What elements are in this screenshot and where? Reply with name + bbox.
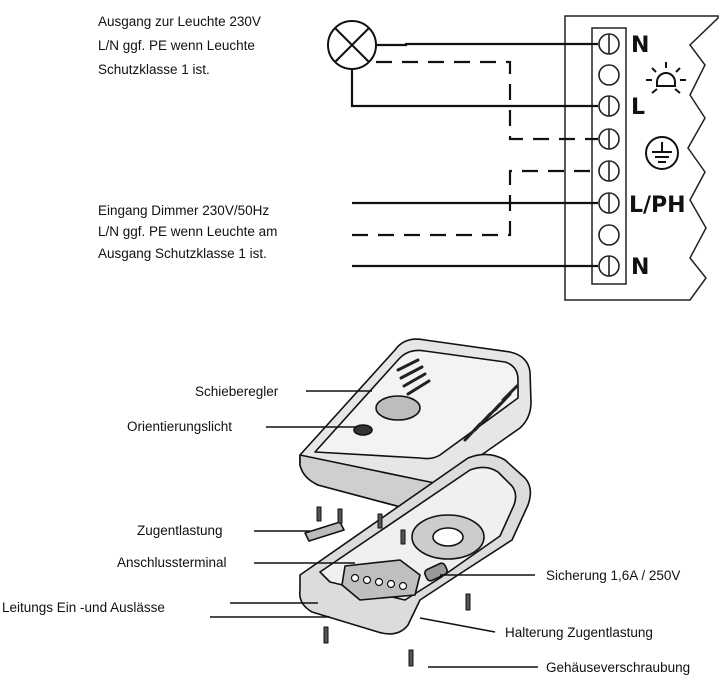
label-cable-openings: Leitungs Ein -und Auslässe: [2, 600, 165, 615]
label-housing-screws: Gehäuseverschraubung: [546, 660, 690, 675]
wire-input-pe: [352, 169, 598, 237]
label-strain-relief-holder: Halterung Zugentlastung: [505, 625, 653, 640]
output-note-line-2: L/N ggf. PE wenn Leuchte: [98, 38, 255, 53]
wiring-diagram: Ausgang zur Leuchte 230V L/N ggf. PE wen…: [98, 14, 719, 301]
label-strain-relief: Zugentlastung: [137, 523, 223, 538]
device-illustration: [298, 338, 532, 667]
toroid-hole: [432, 527, 464, 547]
terminal-3: [598, 95, 620, 117]
terminal-6: [598, 192, 620, 214]
lid-vents: [396, 358, 519, 442]
label-fuse: Sicherung 1,6A / 250V: [546, 568, 680, 583]
terminals: [598, 33, 620, 277]
input-note-line-2: L/N ggf. PE wenn Leuchte am: [98, 224, 277, 239]
terminal-2: [598, 64, 620, 86]
terminal-label-n-bottom: N: [631, 255, 649, 280]
output-note-line-1: Ausgang zur Leuchte 230V: [98, 14, 261, 29]
slider-knob: [375, 395, 421, 421]
wires: [350, 42, 598, 268]
terminal-screws: [350, 573, 408, 591]
callout-lines: [210, 390, 538, 668]
output-note-line-3: Schutzklasse 1 ist.: [98, 62, 210, 77]
input-note-line-3: Ausgang Schutzklasse 1 ist.: [98, 246, 267, 261]
lamp-icon: [327, 20, 377, 70]
orientation-light: [353, 424, 373, 436]
terminal-label-lph: L/PH: [629, 193, 686, 218]
terminal-1: [598, 33, 620, 55]
callout-holder: [419, 617, 496, 633]
label-terminal-block: Anschlussterminal: [117, 555, 227, 570]
wire-lamp-l: [350, 69, 598, 108]
pe-wires: [352, 60, 598, 237]
terminal-label-n-top: N: [631, 33, 649, 58]
terminal-8: [598, 255, 620, 277]
terminal-4: [598, 128, 620, 150]
terminal-7: [598, 224, 620, 246]
label-slider: Schieberegler: [195, 384, 279, 399]
wire-lamp-pe: [376, 60, 598, 141]
input-note-line-1: Eingang Dimmer 230V/50Hz: [98, 203, 269, 218]
sun-icon: [646, 62, 686, 94]
strain-relief-clamp: [304, 521, 345, 542]
terminal-5: [598, 160, 620, 182]
wire-lamp-n: [376, 42, 598, 47]
ground-icon: [645, 136, 679, 170]
fuse: [424, 562, 448, 582]
screws: [316, 506, 471, 667]
label-orientation-light: Orientierungslicht: [127, 419, 232, 434]
terminal-label-l: L: [631, 95, 645, 120]
